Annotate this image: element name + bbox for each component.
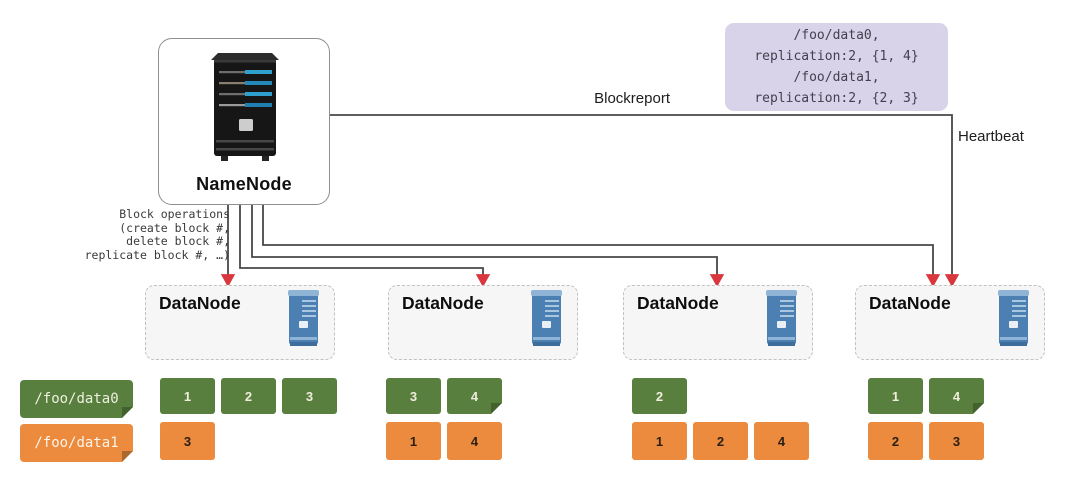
block-operations-note: Block operations(create block #,delete b… (84, 207, 230, 262)
text-line: replication:2, {2, 3} (754, 91, 919, 106)
block-4: 4 (929, 378, 984, 414)
datanode-1-data1-blocks: 3 (160, 422, 215, 460)
text-line: /foo/data0, (793, 28, 880, 43)
block-2: 2 (868, 422, 923, 460)
datanode-server-icon (998, 290, 1029, 346)
block-1: 1 (868, 378, 923, 414)
datanode-server-icon (766, 290, 797, 346)
metadata-note: /foo/data0, replication:2, {1, 4} /foo/dat… (725, 23, 948, 111)
text-line: replicate block #, …) (84, 247, 230, 262)
blockreport-label: Blockreport (594, 90, 670, 107)
datanode-3-box: DataNode (623, 285, 813, 360)
text-line: delete block #, (126, 234, 230, 248)
block-3: 3 (282, 378, 337, 414)
datanode-2-label: DataNode (402, 293, 484, 313)
block-4: 4 (447, 422, 502, 460)
block-3: 3 (386, 378, 441, 414)
datanode-3-label: DataNode (637, 293, 719, 313)
file-label-data0: /foo/data0 (20, 380, 133, 418)
blockops-line-dn3 (251, 205, 725, 288)
blockops-line-dn2 (239, 205, 491, 288)
datanode-1-label: DataNode (159, 293, 241, 313)
namenode-label: NameNode (196, 174, 292, 194)
datanode-server-icon (531, 290, 562, 346)
text-line: Block operations (119, 207, 230, 221)
file-label-data1: /foo/data1 (20, 424, 133, 462)
text-line: replication:2, {1, 4} (754, 49, 919, 64)
datanode-4-box: DataNode (855, 285, 1045, 360)
datanode-server-icon (288, 290, 319, 346)
block-2: 2 (693, 422, 748, 460)
block-1: 1 (386, 422, 441, 460)
heartbeat-label: Heartbeat (958, 128, 1024, 145)
block-2: 2 (632, 378, 687, 414)
datanode-4-label: DataNode (869, 293, 951, 313)
block-2: 2 (221, 378, 276, 414)
block-3: 3 (929, 422, 984, 460)
text-line: /foo/data1, (793, 70, 880, 85)
datanode-1-box: DataNode (145, 285, 335, 360)
block-4: 4 (447, 378, 502, 414)
datanode-3-data0-blocks: 2 (632, 378, 687, 414)
block-3: 3 (160, 422, 215, 460)
namenode-server-icon (211, 53, 279, 161)
block-1: 1 (632, 422, 687, 460)
namenode-box: NameNode (158, 38, 330, 205)
block-1: 1 (160, 378, 215, 414)
text-line: (create block #, (119, 220, 230, 235)
datanode-2-box: DataNode (388, 285, 578, 360)
blockreport-heartbeat-line (330, 114, 960, 288)
blockops-line-dn4 (262, 205, 941, 288)
block-4: 4 (754, 422, 809, 460)
